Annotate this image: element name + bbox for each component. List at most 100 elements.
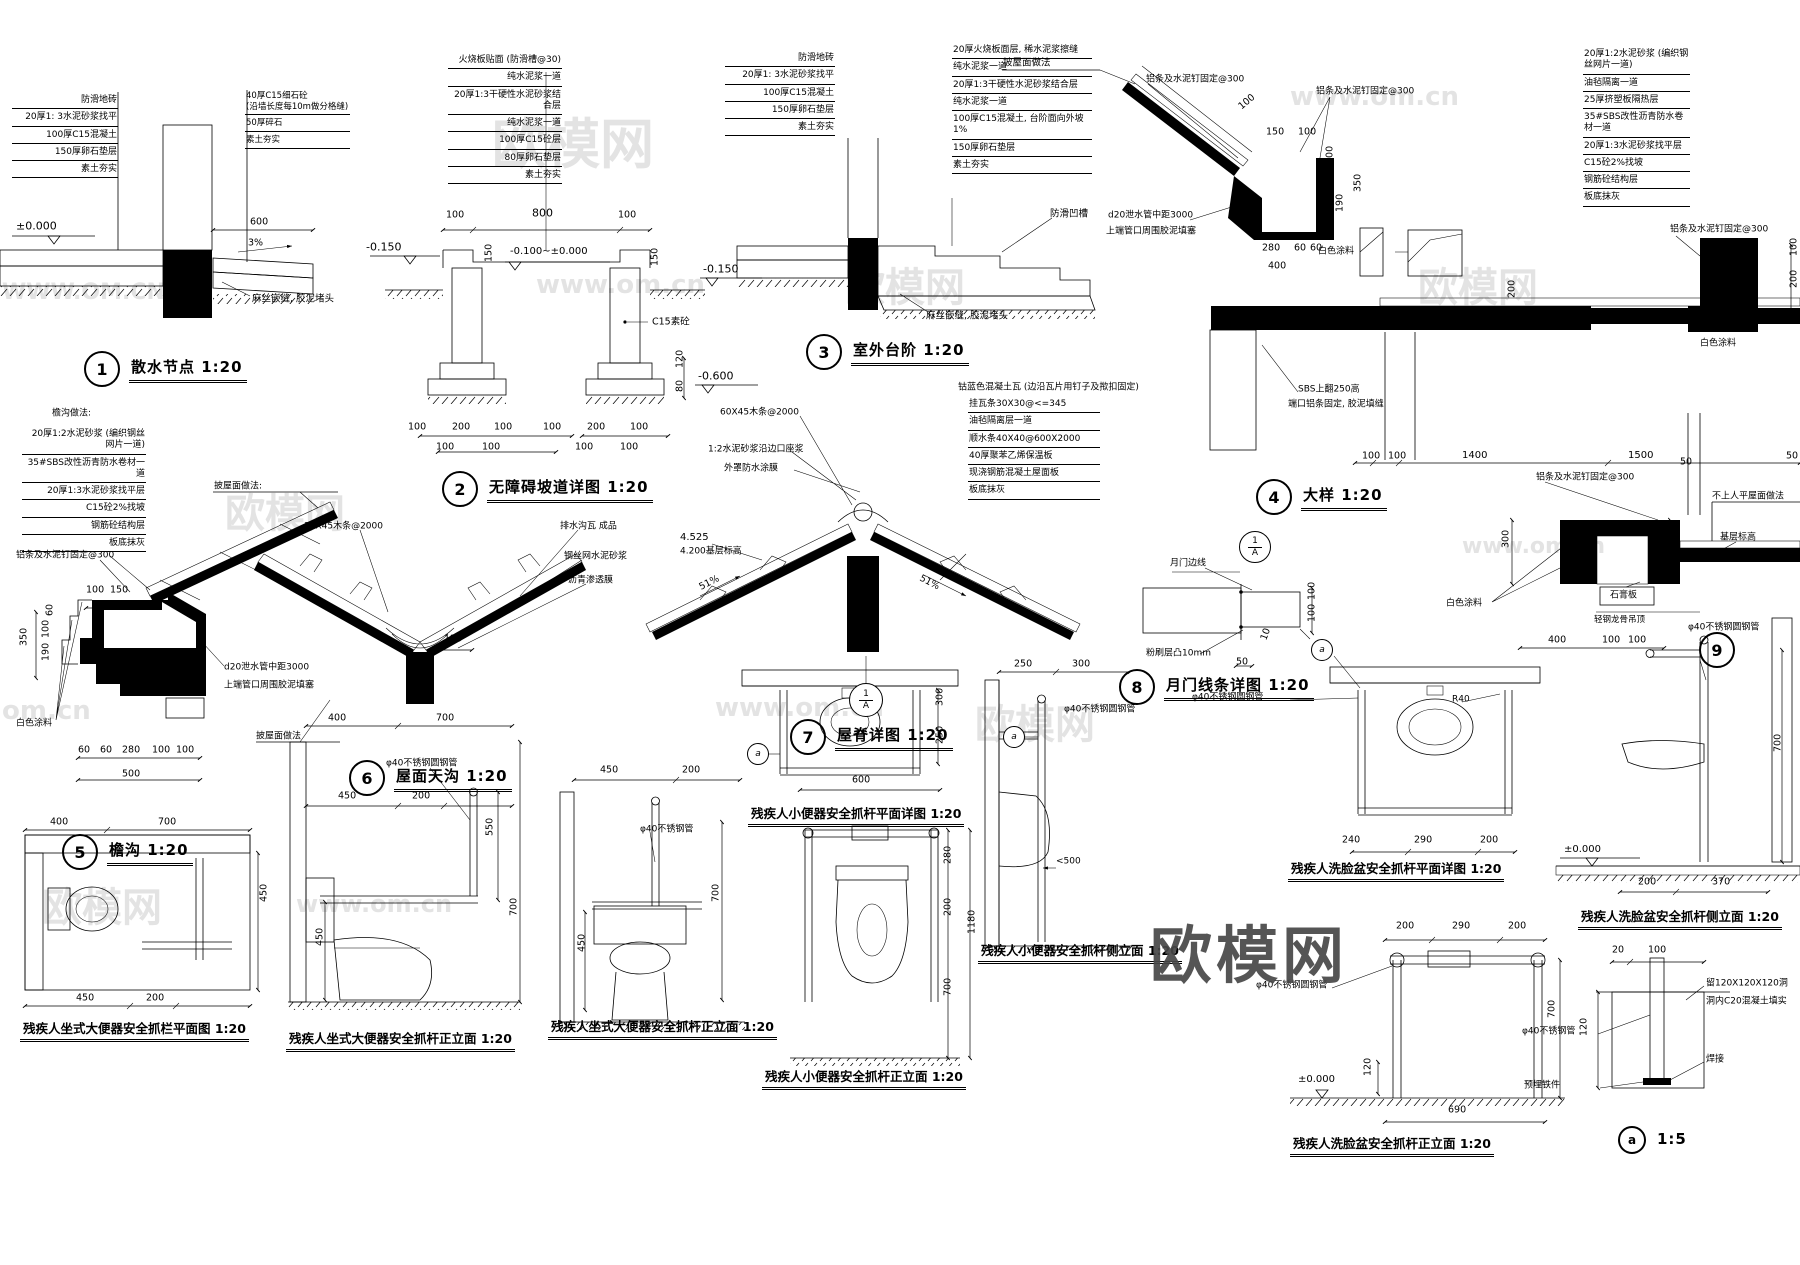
note-stack-item: 20厚火烧板面层, 稀水泥浆擦缝 <box>952 42 1092 60</box>
annotation-label: 200 <box>1508 920 1527 932</box>
sub-title: 残疾人洗脸盆安全抓杆平面详图 1:20 <box>1288 858 1505 882</box>
annotation-label: 50 <box>1786 450 1799 462</box>
annotation-label: 预埋铁件 <box>1524 1080 1561 1091</box>
annotation-label: 100 <box>620 441 639 453</box>
note-stack-item: 80厚卵石垫层 <box>448 150 562 167</box>
detail-number-bubble: 1 <box>84 351 120 387</box>
annotation-label: φ40不锈钢管 <box>1522 1026 1576 1037</box>
annotation-label: -0.150 <box>703 262 739 276</box>
annotation-label: 190 <box>1334 193 1346 212</box>
annotation-label: 100 <box>86 584 105 596</box>
note-stack-item: 20厚1:3水泥砂浆找平层 <box>22 483 146 501</box>
note-stack-item: 现浇钢筋混凝土屋面板 <box>968 465 1100 483</box>
detail-number-bubble: 9 <box>1699 632 1735 668</box>
watermark-text: 欧模网 <box>492 113 654 176</box>
ref-bubble-num: 1 <box>1248 536 1262 548</box>
detail-3-drawing <box>700 138 1096 319</box>
annotation-label: 100 <box>1788 237 1800 256</box>
detail-number-bubble: 8 <box>1119 669 1155 705</box>
annotation-label: 200 <box>1506 279 1518 298</box>
annotation-label: 基层标高 <box>1720 532 1757 543</box>
note-stack-item: 钢筋砼结构层 <box>1583 172 1690 190</box>
note-stack-item: 油毡隔离层一道 <box>968 413 1100 431</box>
annotation-label: 100 <box>630 421 649 433</box>
detail-title-label: 无障碍坡道详图 1:20 <box>487 476 653 503</box>
note-stack-item: 素土夯实 <box>448 167 562 184</box>
annotation-label: 280 <box>942 845 954 864</box>
annotation-label: 焊接 <box>1706 1054 1725 1065</box>
detail-8-drawing <box>1142 567 1315 669</box>
annotation-label: 100 <box>1628 634 1647 646</box>
annotation-label: φ40不锈钢管 <box>640 824 694 835</box>
detail-basin-plan <box>1289 655 1541 856</box>
annotation-label: 300 <box>934 687 946 706</box>
note-stack-item: 150厚卵石垫层 <box>725 102 835 119</box>
note-stack-item: 挂瓦条30X30@<=345 <box>968 396 1100 414</box>
annotation-label: 700 <box>1772 733 1784 752</box>
annotation-label: 120 <box>674 349 686 368</box>
annotation-label: 100 <box>1306 603 1318 622</box>
detail-number-bubble: 6 <box>349 760 385 796</box>
detail-title-9: 9 <box>1699 632 1735 668</box>
annotation-label: C15素砼 <box>652 316 690 328</box>
annotation-label: 60 <box>1310 242 1323 254</box>
note-stack-item: 35#SBS改性沥青防水卷材一道 <box>22 455 146 483</box>
annotation-label: 1:2水泥砂浆沿边口座浆 <box>708 444 804 455</box>
annotation-label: 60 <box>78 744 91 756</box>
note-stack-item: 素土夯实 <box>12 161 118 179</box>
annotation-label: 100 <box>40 619 52 638</box>
annotation-label: 240 <box>1342 834 1361 846</box>
annotation-label: ±0.000 <box>16 219 57 233</box>
annotation-label: ±0.000 <box>1564 844 1602 855</box>
detail-title-label: 1:5 <box>1657 1129 1687 1148</box>
sub-title: 残疾人坐式大便器安全抓杆正立面 1:20 <box>286 1028 515 1052</box>
note-stack-item: 火烧板贴面 (防滑槽@30) <box>448 52 562 70</box>
annotation-label: 120 <box>1362 1057 1374 1076</box>
annotation-label: 300 <box>1072 658 1091 670</box>
annotation-label: φ40不锈钢圆钢管 <box>1064 704 1136 715</box>
annotation-label: φ40不锈钢圆钢管 <box>1256 980 1328 991</box>
annotation-label: 麻丝嵌缝, 胶泥堵头 <box>926 310 1009 322</box>
note-stack-item: 纯水泥浆一道 <box>952 59 1092 77</box>
annotation-label: 700 <box>508 897 520 916</box>
annotation-label: 30X45木条@2000 <box>304 521 383 532</box>
detail-anchor <box>1595 957 1730 1091</box>
note-stack-d1-right: 40厚C15细石砼 (沿墙长度每10m做分格缝)50厚碎石素土夯实 <box>245 88 350 149</box>
annotation-label: -0.600 <box>698 369 734 383</box>
annotation-label: 400 <box>328 712 347 724</box>
annotation-label: 60X45木条@2000 <box>720 407 799 418</box>
sub-title: 残疾人小便器安全抓杆正立面 1:20 <box>762 1066 966 1090</box>
annotation-label: 690 <box>1448 1104 1467 1116</box>
annotation-label: 60 <box>1324 169 1336 182</box>
annotation-label: 100 <box>575 441 594 453</box>
ref-bubble-num: 1 <box>859 689 873 701</box>
note-stack-item: 钢筋砼结构层 <box>22 518 146 535</box>
detail-number-bubble: 7 <box>790 719 826 755</box>
watermark-text: www.om.cn <box>1290 82 1460 112</box>
detail-title-label: 屋脊详图 1:20 <box>835 724 953 751</box>
annotation-label: 200 <box>1788 269 1800 288</box>
annotation-label: R40 <box>1452 694 1470 705</box>
detail-title-label: 室外台阶 1:20 <box>851 339 969 366</box>
annotation-label: 排水沟瓦 成品 <box>560 521 617 532</box>
annotation-label: 280 <box>122 744 141 756</box>
note-stack-item: 20厚1: 3水泥砂浆找平 <box>725 67 835 85</box>
annotation-label: 上端管口周围胶泥填塞 <box>224 680 315 691</box>
annotation-label: 200 <box>942 897 954 916</box>
detail-toilet-elev-2 <box>558 776 745 1030</box>
detail-4-drawing <box>1002 65 1800 467</box>
note-stack-item: 纯水泥浆一道 <box>448 69 562 87</box>
annotation-label: 石膏板 <box>1610 590 1638 601</box>
note-stack-item: 50厚碎石 <box>245 115 350 132</box>
annotation-label: 铝条及水泥钉固定@300 <box>1536 472 1635 483</box>
annotation-label: 檐沟做法: <box>52 408 92 419</box>
annotation-label: 100 <box>152 744 171 756</box>
